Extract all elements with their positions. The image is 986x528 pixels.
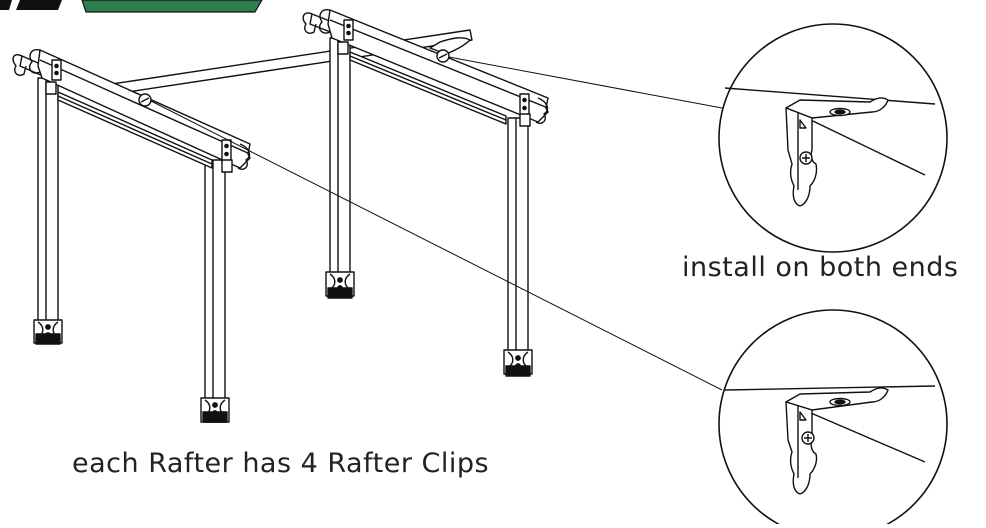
- right-bracket-clips: [337, 19, 531, 127]
- leader-line-bottom: [150, 100, 723, 391]
- left-beam-outer: [28, 48, 251, 170]
- left-post-front: [200, 159, 230, 423]
- right-beam-outer: [318, 8, 549, 124]
- detail-callout-bottom: [718, 309, 948, 528]
- left-crossbar: [57, 91, 213, 169]
- left-post-back: [33, 77, 63, 345]
- install-note-caption: install on both ends: [682, 252, 959, 283]
- right-post-front: [503, 117, 533, 377]
- leader-line-top: [448, 56, 723, 109]
- brand-logo: [0, 0, 263, 13]
- right-post-back: [325, 37, 355, 299]
- rafter-clip-caption: each Rafter has 4 Rafter Clips: [72, 448, 490, 479]
- left-bracket-clips: [45, 59, 233, 173]
- rafter-end-cap: [429, 37, 471, 55]
- right-crossbar: [349, 51, 507, 125]
- detail-callout-top: [718, 23, 948, 253]
